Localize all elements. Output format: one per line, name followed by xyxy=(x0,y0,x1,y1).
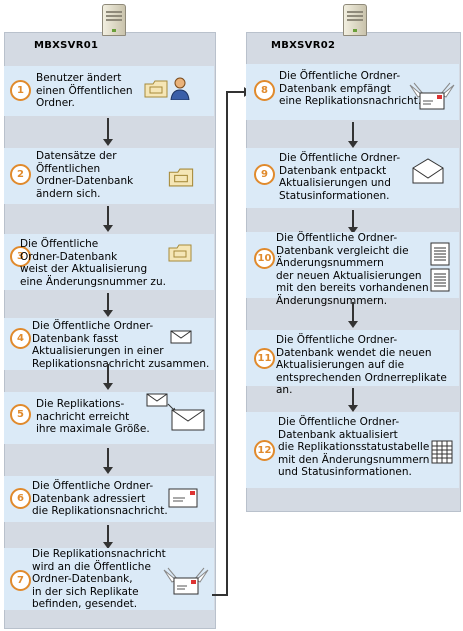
step-text: Die Öffentliche Ordner- Datenbank vergle… xyxy=(276,232,429,307)
server-icon xyxy=(102,4,126,36)
step-text: Die Replikationsnachricht wird an die Öf… xyxy=(32,548,166,610)
user-icon xyxy=(170,77,190,100)
step-number-badge: 7 xyxy=(10,570,31,591)
step-6: 6 Die Öffentliche Ordner- Datenbank adre… xyxy=(4,476,214,522)
addressed-envelope-icon xyxy=(168,488,198,508)
step-text: Benutzer ändert einen Öffentlichen Ordne… xyxy=(36,72,133,109)
folder-icon xyxy=(144,80,168,98)
server-name-right: MBXSVR02 xyxy=(271,40,336,51)
envelope-icon xyxy=(170,330,192,344)
step-2: 2 Datensätze der Öffentlichen Ordner-Dat… xyxy=(4,148,214,204)
step-1: 1 Benutzer ändert einen Öffentlichen Ord… xyxy=(4,66,214,116)
connector-line xyxy=(226,91,228,596)
step-number-badge: 6 xyxy=(10,488,31,509)
step-text: Die Öffentliche Ordner-Datenbank weist d… xyxy=(20,238,166,288)
server-name-left: MBXSVR01 xyxy=(34,40,99,51)
step-11: 11 Die Öffentliche Ordner- Datenbank wen… xyxy=(246,330,459,396)
step-text: Die Replikations- nachricht erreicht ihr… xyxy=(36,398,150,435)
step-12: 12 Die Öffentliche Ordner- Datenbank akt… xyxy=(246,412,459,488)
folder-icon xyxy=(168,244,192,262)
winged-envelope-icon xyxy=(163,567,209,595)
step-number-badge: 3 xyxy=(10,246,31,267)
step-number-badge: 4 xyxy=(10,328,31,349)
step-10: 10 Die Öffentliche Ordner- Datenbank ver… xyxy=(246,232,459,307)
step-text: Die Öffentliche Ordner- Datenbank empfän… xyxy=(279,70,422,107)
step-number-badge: 2 xyxy=(10,164,31,185)
step-8: 8 Die Öffentliche Ordner- Datenbank empf… xyxy=(246,64,459,120)
step-number-badge: 5 xyxy=(10,404,31,425)
step-text: Datensätze der Öffentlichen Ordner-Daten… xyxy=(36,150,134,200)
step-number-badge: 12 xyxy=(254,440,275,461)
arrow xyxy=(103,118,113,146)
document-icon xyxy=(430,268,450,292)
arrow xyxy=(103,293,113,317)
arrow xyxy=(103,364,113,390)
step-text: Die Öffentliche Ordner- Datenbank fasst … xyxy=(32,320,210,370)
arrow xyxy=(348,210,358,234)
arrow xyxy=(348,302,358,328)
step-5: 5 Die Replikations- nachricht erreicht i… xyxy=(4,392,214,444)
step-3: 3 Die Öffentliche Ordner-Datenbank weist… xyxy=(4,234,214,290)
step-4: 4 Die Öffentliche Ordner- Datenbank fass… xyxy=(4,318,214,370)
envelopes-icon xyxy=(146,393,205,431)
step-text: Die Öffentliche Ordner- Datenbank adress… xyxy=(32,480,168,517)
arrow xyxy=(348,122,358,148)
connector-line xyxy=(226,91,246,93)
step-text: Die Öffentliche Ordner- Datenbank wendet… xyxy=(276,334,447,396)
arrow xyxy=(103,448,113,474)
connector-line xyxy=(212,594,228,596)
server-icon xyxy=(343,4,367,36)
open-envelope-icon xyxy=(412,158,444,184)
arrow xyxy=(103,206,113,232)
folder-icon xyxy=(168,168,194,187)
step-number-badge: 11 xyxy=(254,348,275,369)
step-7: 7 Die Replikationsnachricht wird an die … xyxy=(4,548,214,610)
step-text: Die Öffentliche Ordner- Datenbank aktual… xyxy=(278,416,430,478)
arrow xyxy=(348,388,358,412)
step-number-badge: 10 xyxy=(254,248,275,269)
step-text: Die Öffentliche Ordner- Datenbank entpac… xyxy=(279,152,401,202)
arrow xyxy=(103,525,113,549)
winged-envelope-icon xyxy=(409,82,455,110)
step-number-badge: 8 xyxy=(254,80,275,101)
step-9: 9 Die Öffentliche Ordner- Datenbank entp… xyxy=(246,148,459,208)
document-icon xyxy=(430,242,450,266)
step-number-badge: 1 xyxy=(10,80,31,101)
table-icon xyxy=(431,440,453,464)
step-number-badge: 9 xyxy=(254,164,275,185)
